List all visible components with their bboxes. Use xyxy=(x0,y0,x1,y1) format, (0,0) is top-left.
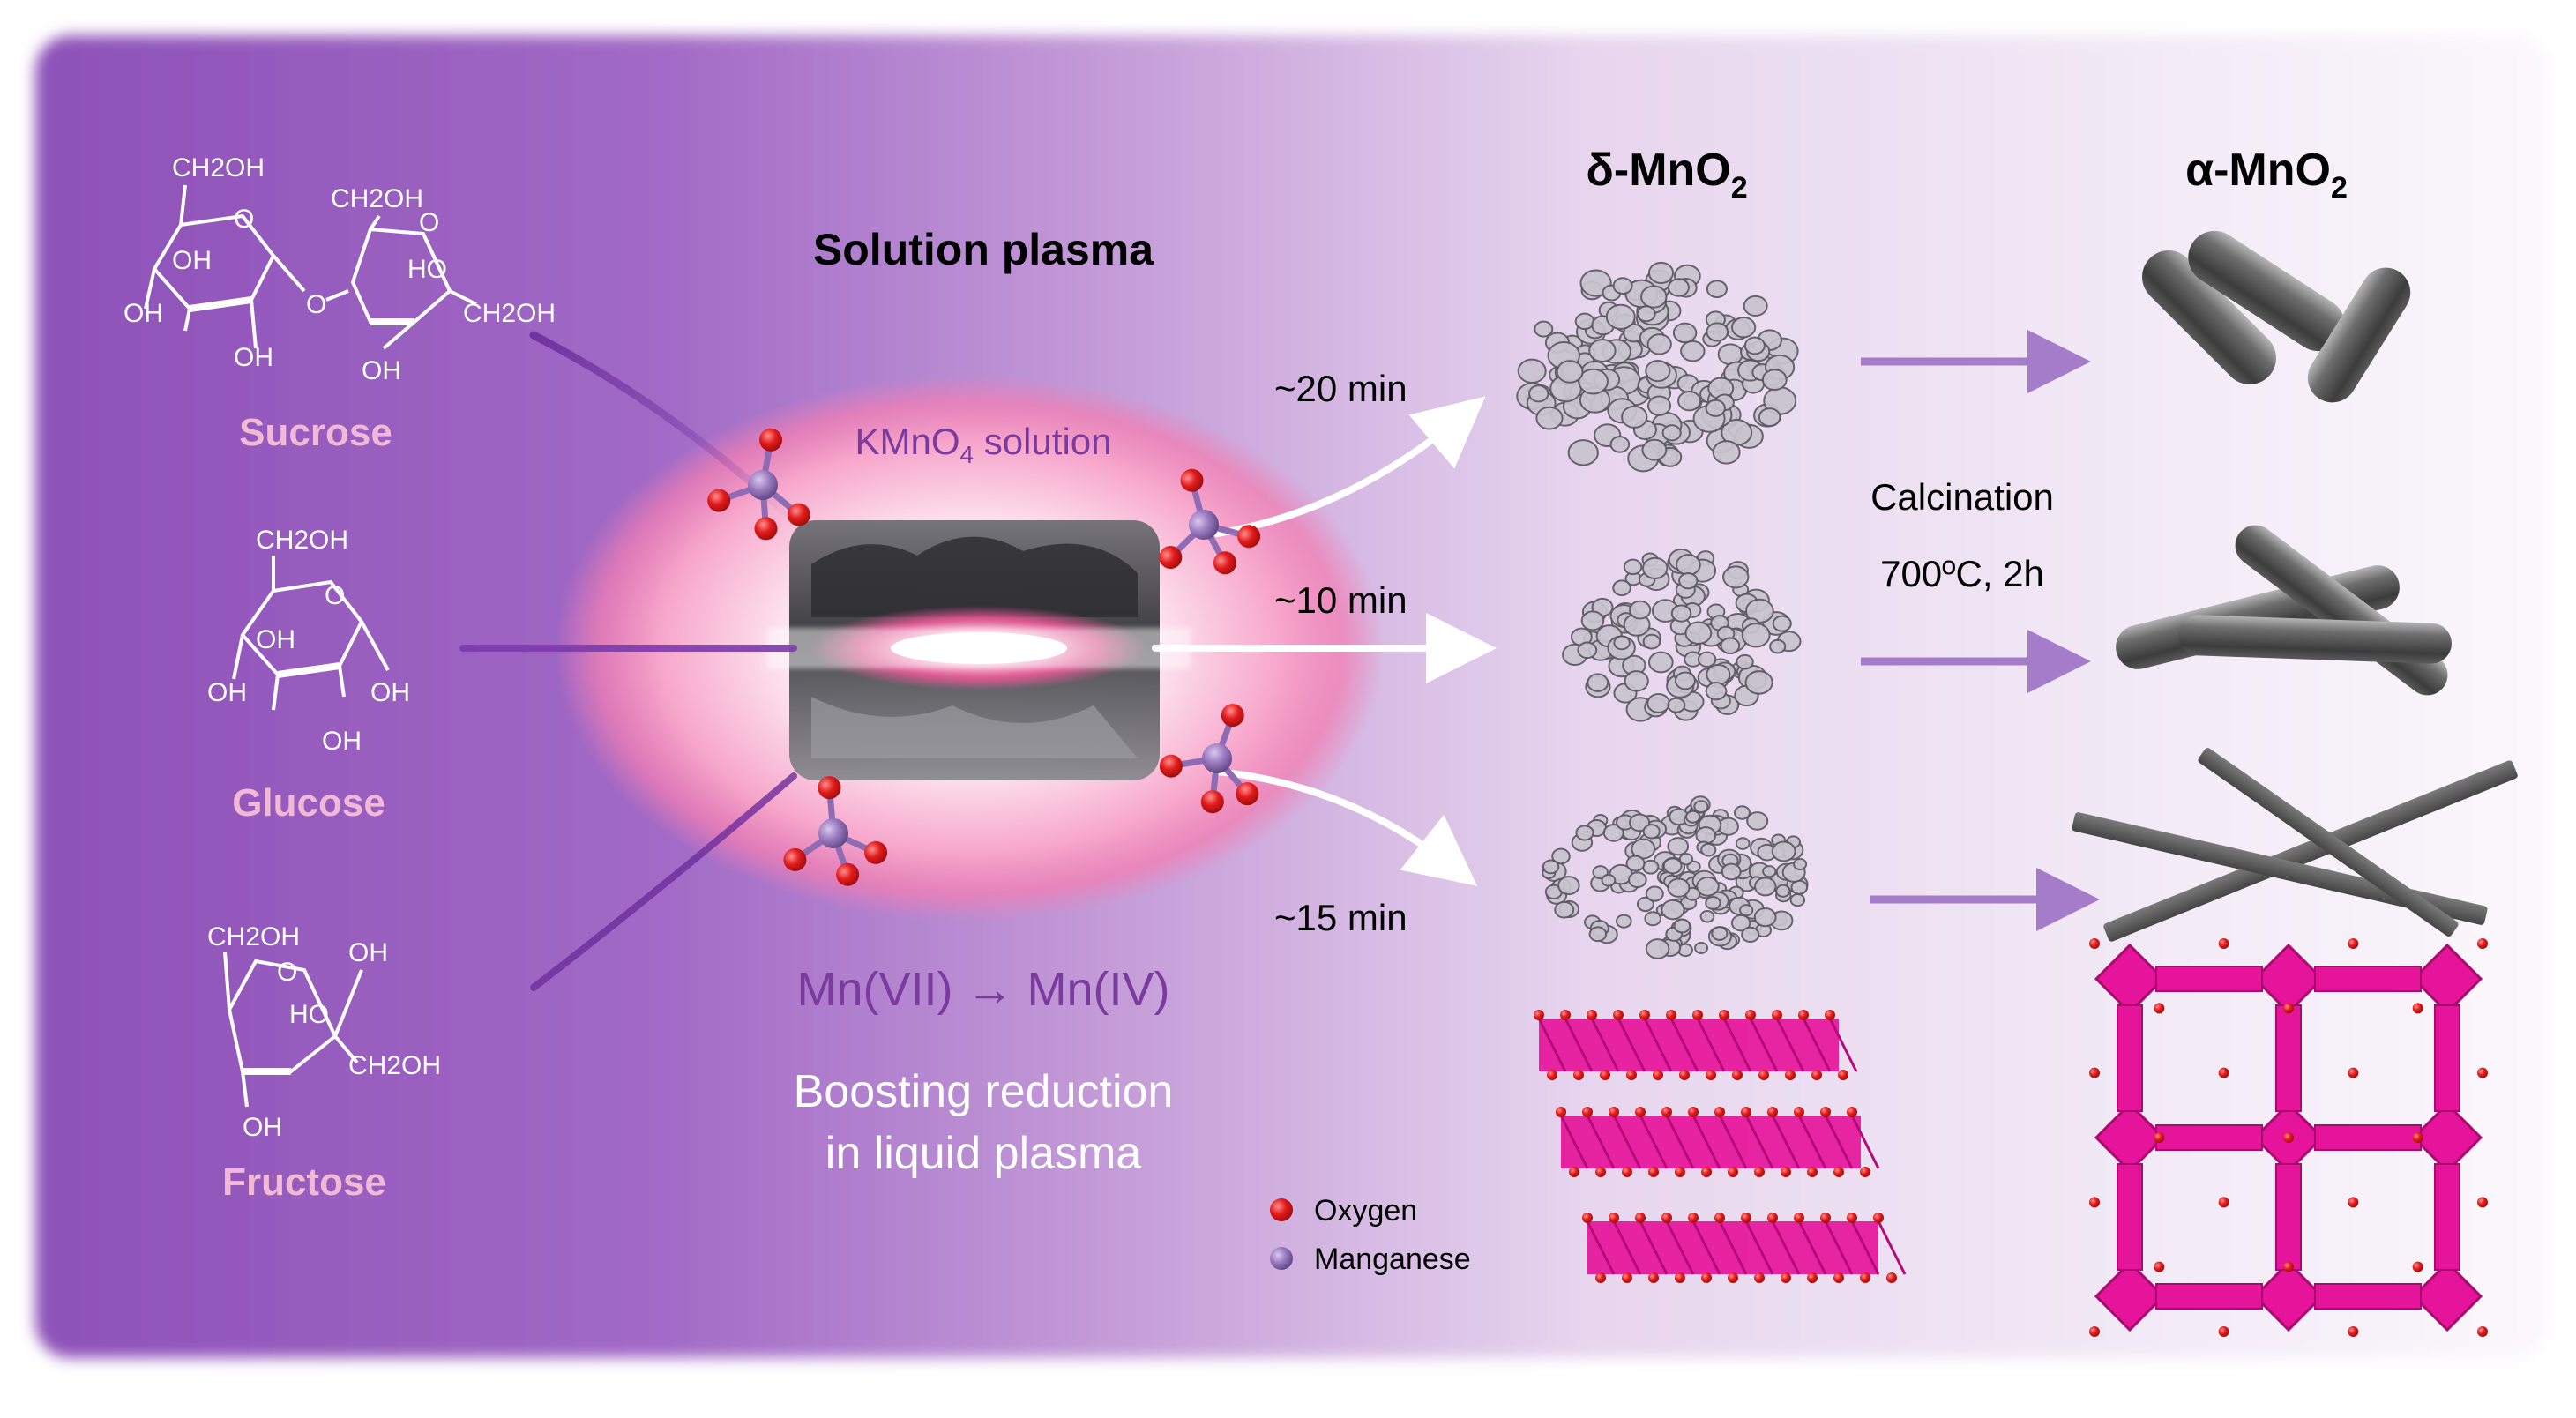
plasma-title: Solution plasma xyxy=(813,225,1154,274)
tunnel-edge xyxy=(2314,1124,2422,1151)
manganese-legend-label: Manganese xyxy=(1314,1243,1471,1276)
calcination-label: Calcination xyxy=(1870,476,2054,518)
tunnel-node xyxy=(2411,1260,2483,1332)
sucrose-label-1: CH2OH xyxy=(331,184,423,213)
glucose-label-0: CH2OH xyxy=(256,526,348,555)
time-label-top: ~20 min xyxy=(1274,368,1407,409)
delta-layered-structure xyxy=(1534,1010,1907,1283)
oxygen-legend-label: Oxygen xyxy=(1314,1194,1417,1228)
fructose-label-1: O xyxy=(277,958,297,987)
permanganate-molecule xyxy=(707,428,810,541)
caption-line-1: Boosting reduction xyxy=(794,1066,1174,1117)
tunnel-edge xyxy=(2434,1163,2460,1271)
tunnel-edge xyxy=(2275,1163,2302,1271)
fructose-structure xyxy=(223,952,363,1108)
sucrose-label-10: O xyxy=(419,208,439,237)
glucose-label-4: OH xyxy=(370,678,410,707)
reaction-text: Mn(VII) → Mn(IV) xyxy=(796,963,1169,1016)
kmno4-molecules xyxy=(707,428,1261,886)
sucrose-label-4: OH xyxy=(234,343,273,372)
tunnel-oxygen-atoms xyxy=(2089,938,2488,1337)
sucrose-label-9: O xyxy=(306,290,326,319)
permanganate-molecule xyxy=(1159,468,1261,575)
alpha-mno2-nanorods xyxy=(2072,230,2518,942)
atom-legend: Oxygen Manganese xyxy=(1270,1194,1471,1276)
tunnel-edge xyxy=(2155,1124,2263,1151)
time-label-middle: ~10 min xyxy=(1274,579,1407,621)
tunnel-edge xyxy=(2155,966,2263,992)
alpha-tunnel-structure xyxy=(2089,938,2488,1337)
glucose-label-3: OH xyxy=(207,678,247,707)
tunnel-node xyxy=(2411,1101,2483,1174)
fructose-label-4: CH2OH xyxy=(348,1051,441,1080)
permanganate-molecule xyxy=(783,776,888,886)
arrow-to-bottom xyxy=(1213,768,1478,886)
tunnel-edge xyxy=(2314,1283,2422,1310)
fructose-label-3: HO xyxy=(289,1000,329,1029)
delta-mno2-clusters xyxy=(1516,261,1809,959)
caption-line-2: in liquid plasma xyxy=(825,1128,1141,1179)
sucrose-label-2: OH xyxy=(172,246,212,275)
tunnel-node xyxy=(2411,943,2483,1015)
fructose-label-2: OH xyxy=(348,938,388,967)
time-label-bottom: ~15 min xyxy=(1274,897,1407,938)
calcination-conditions: 700ºC, 2h xyxy=(1880,553,2044,594)
sucrose-structure xyxy=(144,184,477,350)
permanganate-molecule xyxy=(1159,704,1259,814)
delta-mno2-title: δ-MnO2 xyxy=(1586,145,1747,205)
tunnel-edge xyxy=(2434,1004,2460,1112)
glucose-label-1: O xyxy=(325,581,345,610)
tunnel-edge xyxy=(2117,1163,2143,1271)
glucose-label-5: OH xyxy=(322,727,362,756)
alpha-mno2-title: α-MnO2 xyxy=(2185,145,2348,205)
sucrose-label-6: OH xyxy=(362,356,401,385)
fructose-label-0: CH2OH xyxy=(207,922,300,952)
fructose-name: Fructose xyxy=(222,1161,386,1204)
oxygen-legend-marker xyxy=(1270,1198,1293,1221)
delta-cluster xyxy=(1562,549,1802,722)
fructose-label-5: OH xyxy=(243,1113,282,1142)
glucose-label-2: OH xyxy=(256,625,295,654)
kmno4-solution-label: KMnO4 solution xyxy=(855,421,1111,468)
calcination-arrows xyxy=(1861,330,2100,931)
tunnel-edge xyxy=(2155,1283,2263,1310)
sucrose-label-8: O xyxy=(234,205,254,234)
sucrose-label-5: HO xyxy=(407,255,447,284)
octahedra-sheet xyxy=(1534,1010,1858,1080)
sucrose-label-0: CH2OH xyxy=(172,153,265,183)
tunnel-edge xyxy=(2275,1004,2302,1112)
tunnel-edge xyxy=(2314,966,2422,992)
delta-cluster xyxy=(1516,261,1799,473)
glucose-structure xyxy=(232,556,390,711)
octahedra-sheet xyxy=(1556,1107,1880,1177)
sucrose-label-3: OH xyxy=(123,299,163,328)
sucrose-name: Sucrose xyxy=(239,411,392,454)
glucose-name: Glucose xyxy=(232,781,385,825)
manganese-legend-marker xyxy=(1270,1247,1293,1270)
plasma-photo xyxy=(767,520,1191,780)
sucrose-label-7: CH2OH xyxy=(463,299,556,328)
delta-cluster xyxy=(1542,795,1809,959)
octahedra-sheet xyxy=(1582,1213,1907,1283)
tunnel-edge xyxy=(2117,1004,2143,1112)
